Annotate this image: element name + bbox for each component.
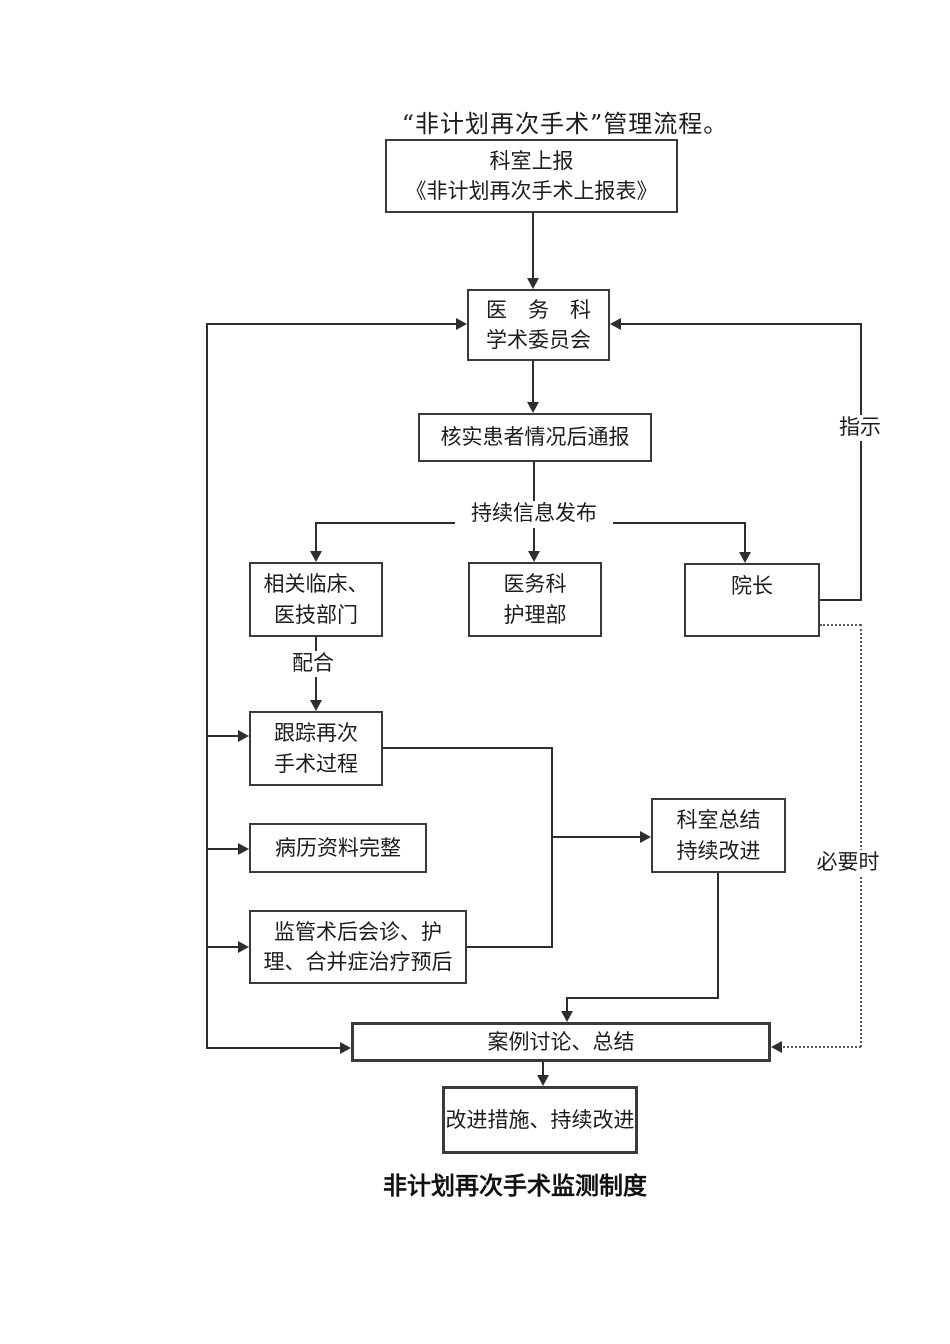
node-nursing: 医务科 护理部 (468, 562, 602, 637)
arrow-right-icon (640, 831, 651, 843)
arrow-left-icon (771, 1041, 782, 1053)
node-dean-text: 院长 (731, 574, 773, 598)
node-track-line1: 跟踪再次 (274, 721, 358, 746)
connector-line (620, 323, 862, 325)
dotted-connector-line (780, 1046, 861, 1048)
connector-line (315, 677, 317, 702)
connector-line (551, 747, 553, 948)
arrow-right-icon (238, 843, 249, 855)
node-track: 跟踪再次 手术过程 (249, 711, 383, 786)
page-caption: 非计划再次手术监测制度 (383, 1172, 647, 1200)
connector-line (533, 462, 535, 506)
node-committee-line1: 医 务 科 (486, 297, 591, 322)
arrow-down-icon (310, 700, 322, 711)
connector-line (206, 1047, 342, 1049)
label-info-release: 持续信息发布 (455, 501, 613, 527)
node-committee: 医 务 科 学术委员会 (467, 289, 610, 361)
node-supervise-line2: 理、合并症治疗预后 (263, 950, 453, 974)
label-when-necessary: 必要时 (806, 850, 890, 876)
connector-line (551, 836, 640, 838)
dotted-connector-line (820, 624, 861, 626)
connector-line (316, 522, 466, 524)
arrow-down-icon (528, 551, 540, 562)
connector-line (820, 599, 862, 601)
node-clinical-line1: 相关临床、 (263, 572, 369, 597)
connector-line (532, 213, 534, 280)
node-summary-line1: 科室总结 (676, 808, 761, 833)
connector-line (467, 946, 553, 948)
connector-line (315, 522, 317, 553)
node-summary-line2: 持续改进 (676, 838, 761, 863)
arrow-down-icon (310, 551, 322, 562)
label-cooperate: 配合 (284, 651, 342, 677)
node-improve-text: 改进措施、持续改进 (445, 1107, 635, 1132)
node-discussion: 案例讨论、总结 (351, 1022, 771, 1062)
page-title: “非计划再次手术”管理流程。 (401, 110, 729, 138)
connector-line (206, 946, 240, 948)
node-nursing-line2: 护理部 (503, 602, 567, 627)
node-records: 病历资料完整 (249, 823, 427, 873)
node-committee-line2: 学术委员会 (486, 328, 591, 352)
arrow-down-icon (527, 402, 539, 413)
connector-line (206, 735, 240, 737)
node-supervise: 监管术后会诊、护 理、合并症治疗预后 (249, 910, 467, 984)
connector-line (566, 997, 719, 999)
node-records-text: 病历资料完整 (275, 835, 401, 860)
node-clinical: 相关临床、 医技部门 (249, 562, 383, 637)
node-supervise-line1: 监管术后会诊、护 (274, 919, 442, 944)
connector-line (744, 522, 746, 554)
node-verify-text: 核实患者情况后通报 (440, 425, 630, 450)
node-report-line1: 科室上报 (489, 148, 574, 173)
connector-line (383, 747, 553, 749)
node-report: 科室上报 《非计划再次手术上报表》 (385, 139, 678, 213)
arrow-right-icon (456, 318, 467, 330)
connector-line (206, 848, 240, 850)
node-nursing-line1: 医务科 (503, 572, 567, 597)
label-instruct: 指示 (830, 415, 890, 441)
arrow-right-icon (340, 1042, 351, 1054)
node-dean: 院长 (684, 563, 820, 637)
arrow-left-icon (610, 318, 621, 330)
arrow-down-icon (739, 552, 751, 563)
dotted-connector-line (860, 624, 862, 1047)
connector-line (717, 873, 719, 999)
connector-line (860, 441, 862, 601)
arrow-right-icon (238, 730, 249, 742)
connector-line (206, 323, 458, 325)
node-report-line2: 《非计划再次手术上报表》 (405, 179, 658, 203)
node-clinical-line2: 医技部门 (274, 602, 358, 627)
connector-line (533, 528, 535, 553)
arrow-down-icon (527, 278, 539, 289)
connector-line (602, 522, 746, 524)
node-discussion-text: 案例讨论、总结 (487, 1029, 635, 1054)
connector-line (566, 997, 568, 1013)
node-track-line2: 手术过程 (274, 751, 358, 776)
node-improve: 改进措施、持续改进 (442, 1086, 638, 1154)
arrow-down-icon (537, 1075, 549, 1086)
connector-line (206, 324, 208, 1049)
connector-line (860, 324, 862, 417)
connector-line (532, 361, 534, 404)
node-summary: 科室总结 持续改进 (651, 798, 786, 873)
connector-line (315, 637, 317, 653)
arrow-right-icon (238, 941, 249, 953)
connector-line (542, 1062, 544, 1077)
node-verify: 核实患者情况后通报 (418, 413, 652, 462)
arrow-down-icon (561, 1011, 573, 1022)
